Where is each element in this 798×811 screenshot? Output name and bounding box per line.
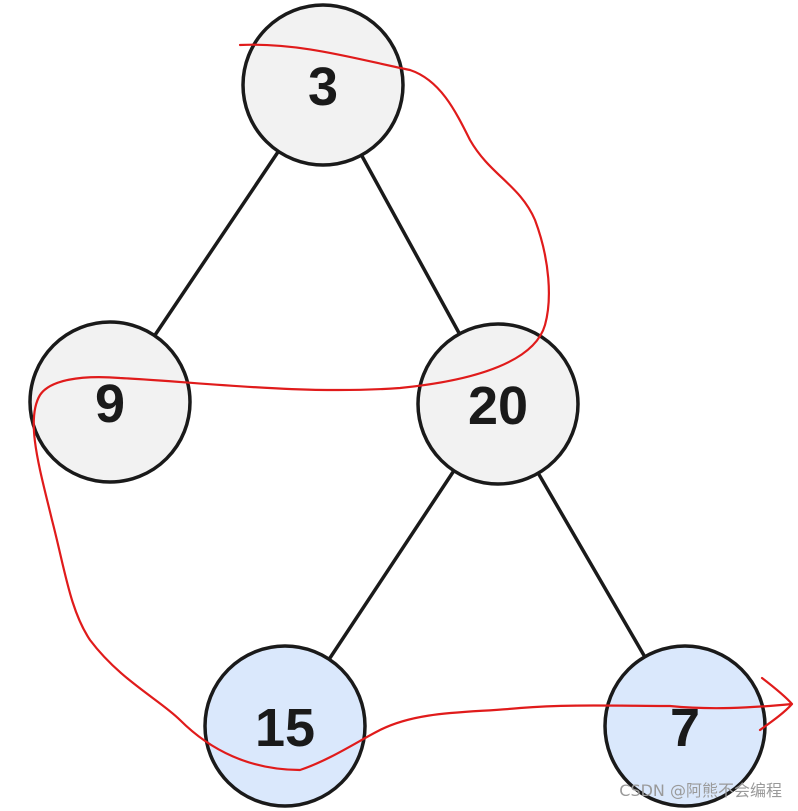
level-order-traversal-curve	[32, 43, 794, 772]
node-circle	[203, 644, 367, 808]
watermark: CSDN @阿熊不会编程	[619, 781, 782, 800]
edge-20-15	[327, 469, 456, 661]
edge-3-20	[359, 154, 462, 335]
node-circle	[28, 320, 192, 484]
edge-20-7	[536, 472, 647, 658]
edge-3-9	[153, 150, 280, 337]
node-label: 9	[95, 374, 125, 434]
tree-node-7: 7	[603, 644, 767, 808]
tree-node-20: 20	[416, 322, 580, 486]
node-label: 20	[468, 376, 528, 436]
tree-node-3: 3	[241, 3, 405, 167]
tree-node-9: 9	[28, 320, 192, 484]
node-label: 3	[308, 57, 338, 117]
node-label: 15	[255, 698, 315, 758]
node-circle	[416, 322, 580, 486]
tree-node-15: 15	[203, 644, 367, 808]
